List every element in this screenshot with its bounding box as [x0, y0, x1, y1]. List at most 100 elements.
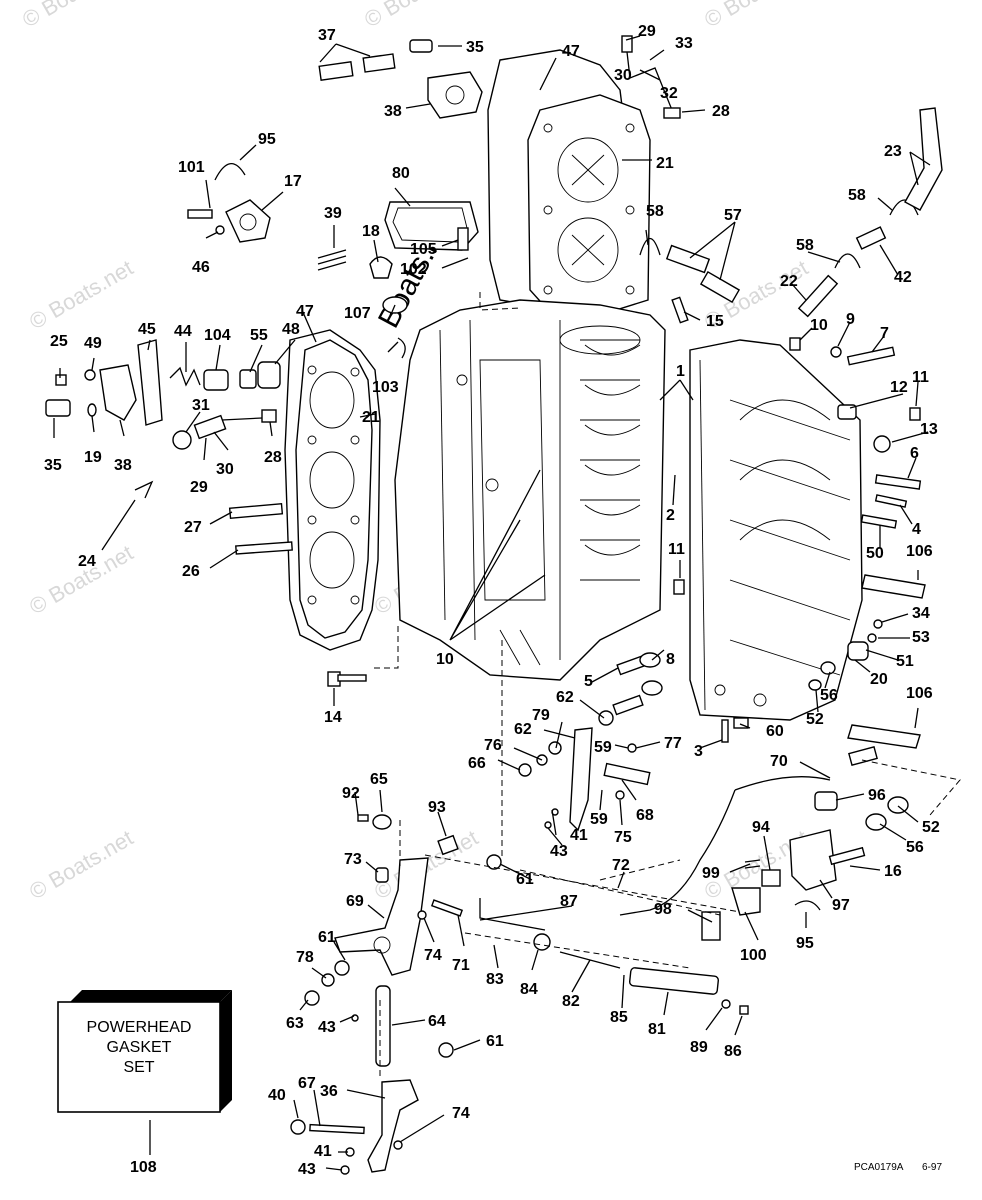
part-label: 95 [796, 935, 814, 952]
part-label: 35 [44, 457, 62, 474]
part-label: 38 [384, 103, 402, 120]
part-label: 37 [318, 27, 336, 44]
part-label: 58 [796, 237, 814, 254]
watermark: © Boats.net [25, 825, 137, 904]
upper-cylinder-head [487, 49, 651, 316]
part-label: 23 [884, 143, 902, 160]
part-label: 38 [114, 457, 132, 474]
watermark: © Boats.net [25, 255, 137, 334]
part-label: 100 [740, 947, 767, 964]
part-label: 59 [594, 739, 612, 756]
part-label: 55 [250, 327, 268, 344]
part-label: 75 [614, 829, 632, 846]
part-labels: 37 35 38 47 29 33 30 32 28 21 95 101 17 … [44, 23, 940, 1178]
part-label: 40 [268, 1087, 286, 1104]
drawing-date: 6-97 [922, 1162, 942, 1173]
part-label: 14 [324, 709, 342, 726]
part-label: 106 [906, 685, 933, 702]
part-label: 44 [174, 323, 192, 340]
part-label: 45 [138, 321, 156, 338]
part-label: 21 [656, 155, 674, 172]
part-label: 35 [466, 39, 484, 56]
part-label: 58 [646, 203, 664, 220]
part-label: 84 [520, 981, 538, 998]
part-label: 12 [890, 379, 908, 396]
part-label: 56 [906, 839, 924, 856]
part-label: 29 [190, 479, 208, 496]
left-cylinder-head [284, 329, 381, 651]
part-label: 9 [846, 311, 855, 328]
part-label: 87 [560, 893, 578, 910]
part-label: 77 [664, 735, 682, 752]
part-label: 18 [362, 223, 380, 240]
part-label: 76 [484, 737, 502, 754]
part-label: 36 [320, 1083, 338, 1100]
part-label: 42 [894, 269, 912, 286]
part-label: 104 [204, 327, 231, 344]
part-label: 58 [848, 187, 866, 204]
part-label: 5 [584, 673, 593, 690]
part-label: 46 [192, 259, 210, 276]
part-label: 2 [666, 507, 675, 524]
part-label: 13 [920, 421, 938, 438]
part-label: 1 [676, 363, 685, 380]
part-label: 29 [638, 23, 656, 40]
part-label: 106 [906, 543, 933, 560]
part-label: 62 [514, 721, 532, 738]
part-label: 3 [694, 743, 703, 760]
part-label: 71 [452, 957, 470, 974]
part-label: 72 [612, 857, 630, 874]
part-label: 80 [392, 165, 410, 182]
part-label: 63 [286, 1015, 304, 1032]
part-label: 11 [668, 541, 685, 558]
part-label: 17 [284, 173, 302, 190]
part-label: 28 [264, 449, 282, 466]
part-label: 79 [532, 707, 550, 724]
part-label: 49 [84, 335, 102, 352]
part-label: 74 [424, 947, 442, 964]
part-label: 32 [660, 85, 678, 102]
part-label: 16 [884, 863, 902, 880]
part-label: 43 [550, 843, 568, 860]
part-label: 68 [636, 807, 654, 824]
leader-lines [53, 35, 931, 1171]
part-label: 105 [410, 241, 437, 258]
part-label: 48 [282, 321, 300, 338]
part-label: 4 [912, 521, 921, 538]
part-label: 53 [912, 629, 930, 646]
part-label: 61 [486, 1033, 504, 1050]
part-label: 70 [770, 753, 788, 770]
gasket-set-line-2: GASKET [107, 1039, 172, 1056]
part-label: 28 [712, 103, 730, 120]
part-label: 51 [896, 653, 914, 670]
part-label: 39 [324, 205, 342, 222]
part-label: 101 [178, 159, 205, 176]
part-label: 43 [318, 1019, 336, 1036]
part-label: 24 [78, 553, 96, 570]
part-label: 47 [296, 303, 314, 320]
part-label: 26 [182, 563, 200, 580]
part-label: 60 [766, 723, 784, 740]
part-label: 67 [298, 1075, 316, 1092]
part-label: 98 [654, 901, 672, 918]
part-label: 30 [614, 67, 632, 84]
part-label: 107 [344, 305, 371, 322]
part-label: 59 [590, 811, 608, 828]
part-label: 19 [84, 449, 102, 466]
part-label: 93 [428, 799, 446, 816]
part-label: 25 [50, 333, 68, 350]
part-label: 99 [702, 865, 720, 882]
part-label: 89 [690, 1039, 708, 1056]
part-label: 8 [666, 651, 675, 668]
part-label: 56 [820, 687, 838, 704]
part-label: 81 [648, 1021, 666, 1038]
part-label: 33 [675, 35, 693, 52]
part-label: 61 [318, 929, 336, 946]
part-label: 52 [922, 819, 940, 836]
gasket-set-line-3: SET [123, 1059, 154, 1076]
drawing-code: PCA0179A [854, 1162, 904, 1173]
crankcase-half [689, 339, 863, 721]
part-label: 62 [556, 689, 574, 706]
part-label: 31 [192, 397, 210, 414]
